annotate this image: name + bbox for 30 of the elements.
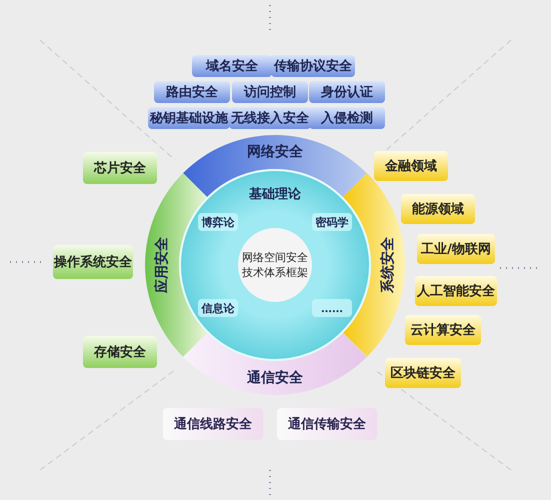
segment-label: 系统安全 bbox=[378, 236, 397, 293]
ring-segment bbox=[183, 332, 367, 395]
topic-tag: 人工智能安全 bbox=[415, 276, 497, 306]
theory-tag: 密码学 bbox=[312, 213, 352, 231]
topic-tag: 域名安全 bbox=[192, 55, 272, 77]
topic-tag: 秘钥基础设施 bbox=[148, 107, 230, 129]
theory-tag: …… bbox=[312, 299, 352, 317]
topic-tag: 访问控制 bbox=[232, 81, 308, 103]
segment-label: 通信安全 bbox=[246, 368, 303, 387]
topic-tag: 无线接入安全 bbox=[229, 107, 311, 129]
theory-tag: 博弈论 bbox=[198, 213, 238, 231]
topic-tag: 芯片安全 bbox=[83, 152, 157, 184]
topic-tag: 传输协议安全 bbox=[271, 55, 355, 77]
topic-tag: 操作系统安全 bbox=[53, 245, 133, 279]
topic-tag: 云计算安全 bbox=[405, 315, 481, 345]
topic-tag: 能源领域 bbox=[401, 194, 475, 224]
topic-tag: 路由安全 bbox=[154, 81, 230, 103]
topic-tag: 工业/物联网 bbox=[417, 234, 495, 264]
segment-label: 应用安全 bbox=[153, 236, 171, 293]
topic-tag: 金融领域 bbox=[374, 151, 448, 181]
topic-tag: 通信线路安全 bbox=[163, 408, 263, 440]
topic-tag: 存储安全 bbox=[83, 336, 157, 368]
theory-tag: 信息论 bbox=[198, 299, 238, 317]
ring-title: 基础理论 bbox=[248, 186, 302, 203]
center-circle: 网络空间安全技术体系框架 bbox=[238, 228, 312, 302]
topic-tag: 区块链安全 bbox=[385, 358, 461, 388]
segment-label: 网络安全 bbox=[246, 143, 303, 161]
topic-tag: 身份认证 bbox=[309, 81, 385, 103]
topic-tag: 通信传输安全 bbox=[277, 408, 377, 440]
topic-tag: 入侵检测 bbox=[309, 107, 385, 129]
